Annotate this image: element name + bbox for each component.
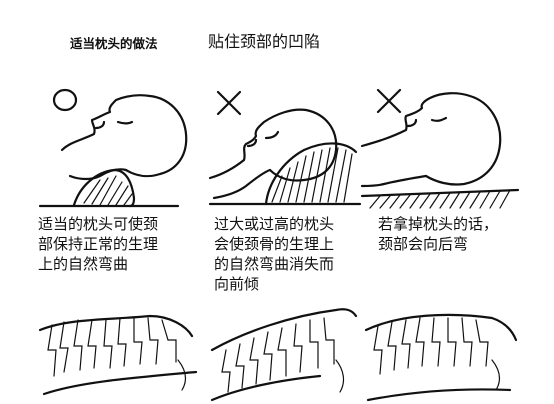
caption-correct: 适当的枕头可使颈 部保持正常的生理 上的自然弯曲 bbox=[38, 215, 159, 273]
caption-no-pillow: 若拿掉枕头的话， 颈部会向后弯 bbox=[378, 215, 499, 253]
page-subtitle: 贴住颈部的凹陷 bbox=[208, 32, 321, 51]
header: 适当枕头的做法 贴住颈部的凹陷 bbox=[0, 24, 554, 54]
page-title: 适当枕头的做法 bbox=[70, 36, 158, 51]
caption-too-high: 过大或过高的枕头 会使颈骨的生理上 的自然弯曲消失而 向前倾 bbox=[214, 215, 335, 293]
